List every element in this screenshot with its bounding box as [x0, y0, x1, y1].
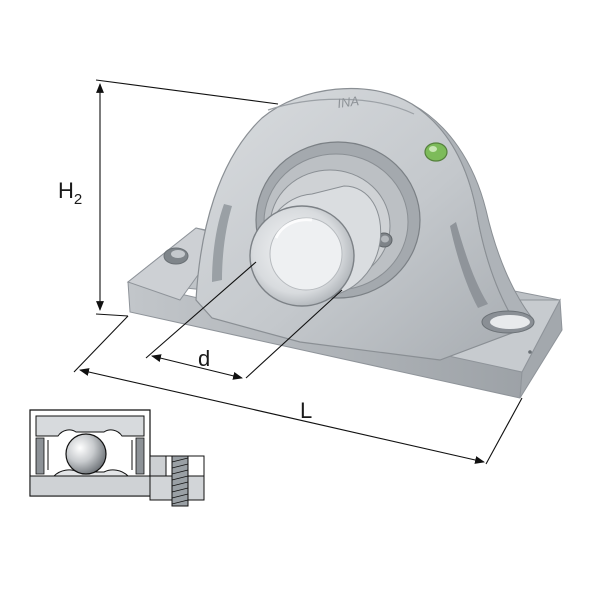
d-extension-right [245, 289, 343, 379]
section-seal-left [35, 437, 45, 475]
grease-nipple [424, 142, 448, 162]
d-extension-left [145, 261, 257, 359]
label-l: L [300, 398, 312, 423]
housing-left-rib [212, 204, 232, 282]
label-h2: H2 [58, 178, 82, 208]
d-dimension-line [151, 354, 243, 380]
dimension-labels: H2 d L [58, 178, 312, 423]
housing-marking: INA [336, 93, 360, 111]
h2-extension-bottom [95, 313, 129, 317]
l-extension-right [485, 397, 523, 465]
dimensions [73, 79, 523, 465]
l-dimension-line [79, 368, 485, 464]
housing-rib-slot [450, 222, 488, 308]
section-seal-right [135, 437, 145, 475]
section-ball [65, 433, 107, 475]
base-dot [528, 350, 532, 354]
section-inner-ring [29, 475, 151, 497]
label-h2-main: H [58, 178, 74, 203]
housing-seam [267, 98, 415, 115]
label-h2-sub: 2 [74, 191, 82, 208]
cross-section-inset [29, 409, 205, 507]
label-d: d [198, 346, 210, 371]
section-collar [149, 455, 167, 477]
h2-extension-top [95, 79, 279, 105]
section-set-screw [171, 455, 189, 507]
l-extension-left [73, 315, 129, 373]
bearing-insert [249, 141, 421, 307]
